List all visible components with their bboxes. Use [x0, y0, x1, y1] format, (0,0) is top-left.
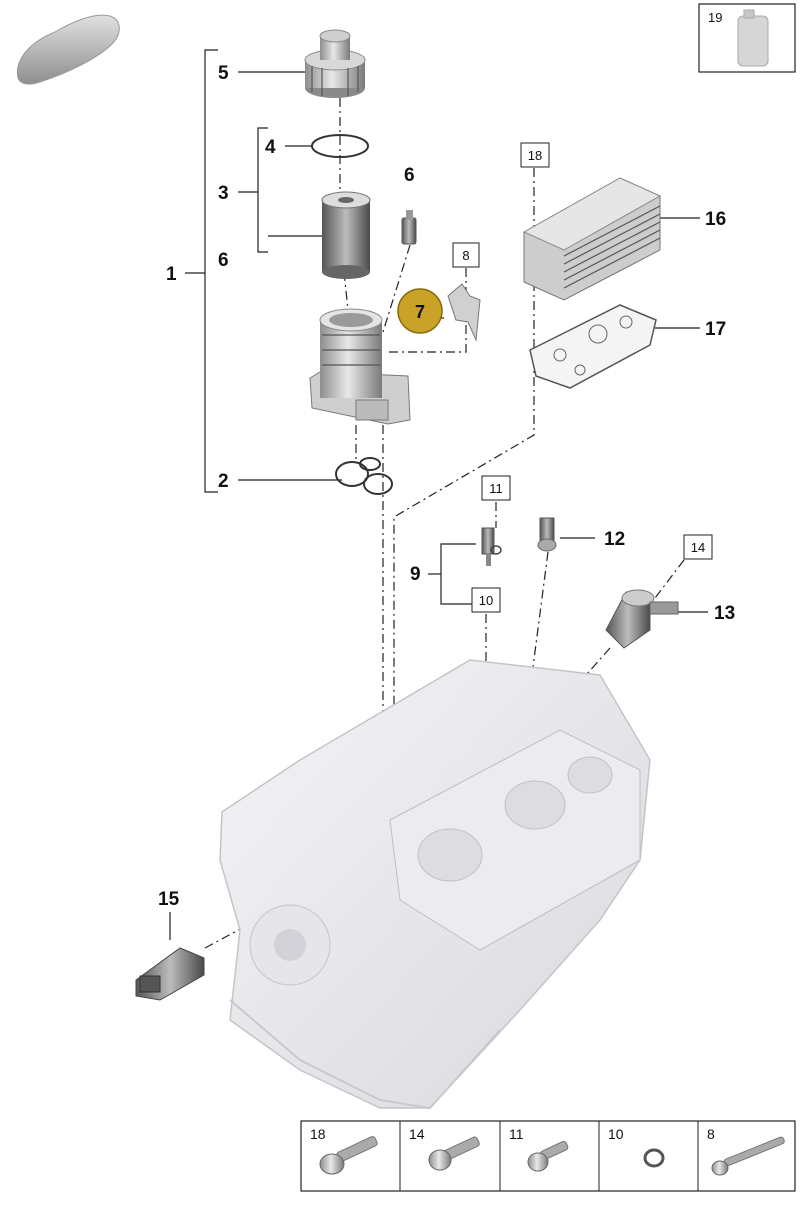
torx-bolt-icon [428, 1136, 480, 1171]
oil-filter-housing-part[interactable] [309, 308, 411, 425]
o-ring-part[interactable] [311, 134, 369, 158]
oil-filter-cap-part[interactable] [304, 29, 366, 98]
crankcase-sensor-part[interactable] [135, 947, 205, 1001]
box-10-label: 10 [479, 593, 493, 608]
boxed-callout-10[interactable]: 10 [471, 587, 501, 613]
legend-cell-11[interactable]: 11 [509, 1126, 569, 1172]
sealing-ring-icon [643, 1148, 665, 1168]
car-thumbnail-icon [16, 14, 120, 85]
legend-label-18: 18 [310, 1126, 326, 1142]
long-bolt-icon [711, 1136, 785, 1176]
legend-cell-14[interactable]: 14 [409, 1126, 480, 1171]
callout-7-highlight[interactable]: 7 [397, 288, 443, 334]
torx-flange-bolt-icon [319, 1136, 378, 1175]
solenoid-valve-part[interactable] [605, 589, 679, 649]
callout-6-group[interactable]: 6 [218, 250, 229, 271]
oil-level-sensor-part[interactable] [537, 517, 557, 552]
box-14-label: 14 [691, 540, 705, 555]
callout-9[interactable]: 9 [410, 564, 421, 585]
callout-16[interactable]: 16 [705, 209, 726, 230]
legend-cell-10[interactable]: 10 [608, 1126, 665, 1168]
oil-filter-element-part[interactable] [321, 191, 371, 279]
oil-cooler-part[interactable] [522, 177, 662, 301]
legend-cell-18[interactable]: 18 [310, 1126, 378, 1175]
bracket-part[interactable] [447, 283, 481, 342]
engine-block-part [219, 659, 651, 1110]
oil-pressure-switch-part[interactable] [401, 210, 417, 245]
part-box-19[interactable]: 19 [698, 3, 796, 73]
box-18-label: 18 [528, 148, 542, 163]
legend-cell-8[interactable]: 8 [707, 1126, 785, 1176]
group-1-bracket [185, 49, 218, 493]
boxed-callout-14[interactable]: 14 [683, 534, 713, 560]
legend-label-11: 11 [509, 1126, 524, 1142]
callout-2[interactable]: 2 [218, 471, 229, 492]
fastener-legend: 18 14 11 10 8 [300, 1120, 796, 1192]
oil-bottle-icon [737, 9, 769, 67]
boxed-callout-18[interactable]: 18 [520, 142, 550, 168]
box-19-label: 19 [708, 10, 722, 25]
housing-gasket-part[interactable] [335, 457, 393, 495]
boxed-callout-11[interactable]: 11 [481, 475, 511, 501]
callout-12[interactable]: 12 [604, 529, 625, 550]
temperature-sensor-part[interactable] [481, 527, 502, 566]
callout-3[interactable]: 3 [218, 183, 229, 204]
callout-15[interactable]: 15 [158, 889, 180, 910]
oil-cooler-gasket-part[interactable] [529, 304, 657, 389]
group-9-bracket [428, 543, 476, 605]
callout-6-part[interactable]: 6 [404, 165, 415, 186]
callout-5[interactable]: 5 [218, 63, 229, 84]
callout-13[interactable]: 13 [714, 603, 735, 624]
callout-7: 7 [415, 302, 425, 322]
box-8-label: 8 [462, 248, 469, 263]
box-11-label: 11 [489, 481, 503, 496]
group-3-bracket [238, 127, 268, 253]
torx-short-bolt-icon [527, 1140, 569, 1172]
callout-1[interactable]: 1 [166, 264, 177, 285]
callout-17[interactable]: 17 [705, 319, 726, 340]
callout-4[interactable]: 4 [265, 137, 276, 158]
legend-label-10: 10 [608, 1126, 624, 1142]
legend-label-14: 14 [409, 1126, 425, 1142]
boxed-callout-8[interactable]: 8 [452, 242, 480, 268]
legend-label-8: 8 [707, 1126, 715, 1142]
